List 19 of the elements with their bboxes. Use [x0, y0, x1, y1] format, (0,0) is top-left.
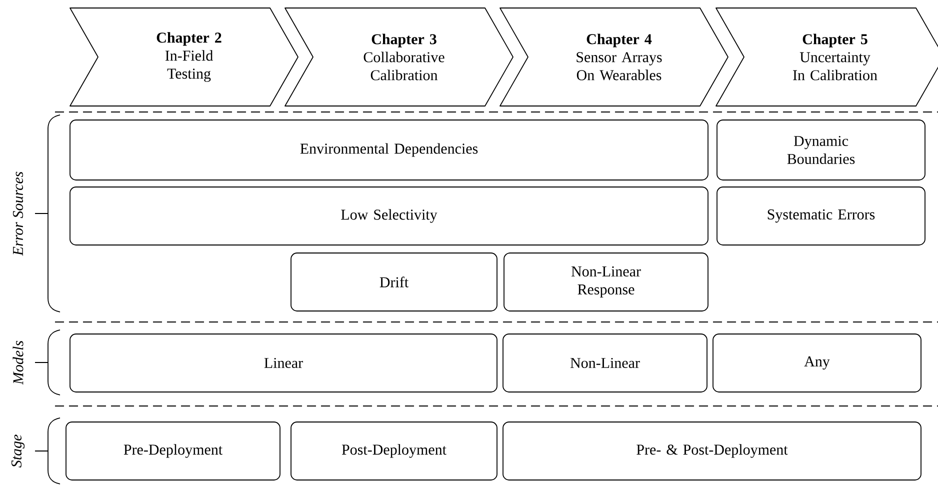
category-box: Systematic Errors — [716, 186, 926, 246]
category-box: Dynamic Boundaries — [716, 120, 926, 180]
category-box: Non-Linear Response — [504, 252, 708, 312]
chapter-banner: Chapter 2 In-Field Testing — [70, 8, 298, 106]
axis-label: Models — [12, 340, 24, 385]
category-box: Post-Deployment — [290, 422, 498, 480]
category-box: Linear — [70, 334, 498, 392]
category-box: Non-Linear — [502, 334, 708, 392]
category-box: Pre- & Post-Deployment — [502, 422, 922, 480]
category-box: Low Selectivity — [70, 186, 708, 246]
chapter-banner: Chapter 3 Collaborative Calibration — [284, 8, 514, 106]
category-box: Environmental Dependencies — [70, 120, 708, 180]
chapter-banner: Chapter 4 Sensor Arrays On Wearables — [500, 8, 728, 106]
axis-label: Error Sources — [12, 172, 24, 256]
axis-label: Stage — [11, 434, 25, 468]
category-box: Drift — [290, 252, 498, 312]
chapter-banner: Chapter 5 Uncertainty In Calibration — [716, 8, 938, 106]
category-box: Pre-Deployment — [66, 422, 280, 480]
category-box: Any — [712, 334, 922, 392]
